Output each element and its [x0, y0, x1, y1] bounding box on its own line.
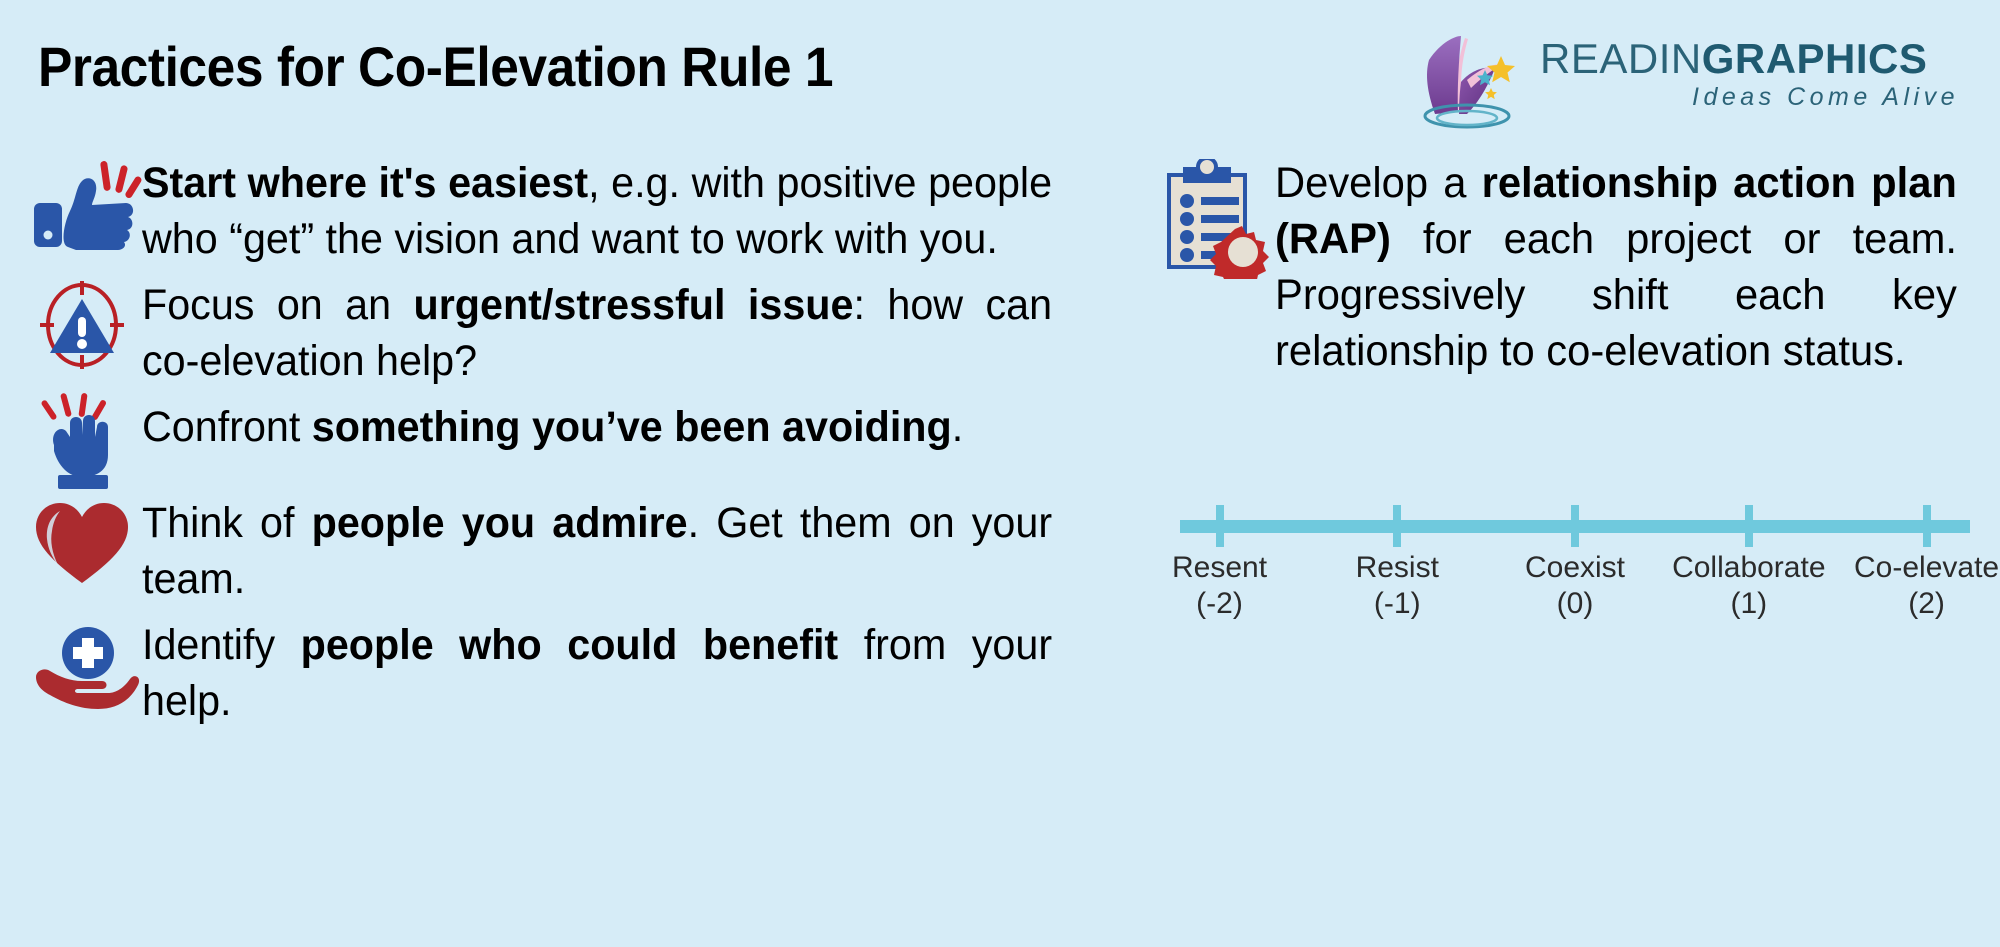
scale-label: Co-elevate(2): [1854, 550, 1999, 622]
scale-tick: [1393, 505, 1402, 547]
heart-icon: [30, 497, 142, 589]
scale-label-name: Coexist: [1524, 551, 1626, 584]
scale-tick: [1215, 505, 1224, 547]
logo-mark-icon: [1405, 30, 1535, 130]
scale-label: Collaborate(1): [1672, 550, 1825, 622]
bold-phrase: people who could benefit: [300, 621, 839, 669]
plain-text: . Get them on your team.: [142, 499, 1053, 603]
list-item-text: Start where it's easiest, e.g. with posi…: [142, 155, 1052, 267]
page-title: Practices for Co-Elevation Rule 1: [38, 35, 834, 98]
scale-tick: [1922, 505, 1931, 547]
target-warning-icon: [30, 279, 142, 371]
plain-text: Identify: [142, 621, 301, 669]
rap-paragraph-text: Develop a relationship action plan (RAP)…: [1275, 155, 1957, 379]
raised-fist-icon: [30, 393, 142, 489]
bold-phrase: urgent/stressful issue: [413, 281, 854, 329]
list-item: Start where it's easiest, e.g. with posi…: [30, 155, 1090, 267]
list-item-text: Focus on an urgent/stressful issue: how …: [142, 277, 1052, 389]
bold-phrase: people you admire: [311, 499, 688, 547]
list-item: Confront something you’ve been avoiding.: [30, 393, 1090, 489]
bold-phrase: something you’ve been avoiding: [311, 403, 952, 451]
logo-word-light: READIN: [1540, 35, 1702, 82]
scale-label: Resent(-2): [1172, 550, 1267, 622]
list-item: Focus on an urgent/stressful issue: how …: [30, 277, 1090, 389]
plain-text: Think of: [142, 499, 312, 547]
thumbs-up-icon: [30, 157, 142, 253]
scale-labels: Resent(-2) Resist(-1) Coexist(0) Collaborat…: [1172, 550, 1999, 630]
scale-tick: [1744, 505, 1753, 547]
list-item-text: Think of people you admire. Get them on …: [142, 495, 1052, 607]
scale-label: Coexist(0): [1525, 550, 1625, 622]
scale-label-value: (2): [1908, 587, 1945, 620]
plain-text: , e.g. with positive people who “get” th…: [142, 159, 1053, 263]
clipboard-gear-icon: [1163, 156, 1275, 288]
scale-label-value: (0): [1556, 587, 1594, 620]
logo-wordmark: READINGRAPHICS: [1540, 36, 1965, 82]
rap-paragraph: Develop a relationship action plan (RAP)…: [1163, 155, 1978, 379]
plain-text: : how can co-elevation help?: [142, 281, 1053, 385]
left-column: Start where it's easiest, e.g. with posi…: [30, 155, 1090, 739]
co-elevation-scale: Resent(-2) Resist(-1) Coexist(0) Collaborat…: [1172, 505, 1999, 632]
plain-text: from your help.: [142, 621, 1053, 725]
scale-tick: [1571, 505, 1579, 547]
list-item: Think of people you admire. Get them on …: [30, 495, 1090, 607]
scale-label-name: Collaborate: [1672, 551, 1826, 584]
logo-tagline: Ideas Come Alive: [1692, 83, 1959, 111]
list-item: Identify people who could benefit from y…: [30, 617, 1090, 729]
logo-word-bold: GRAPHICS: [1701, 35, 1928, 82]
list-item-text: Confront something you’ve been avoiding.: [142, 399, 1052, 455]
scale-label-name: Resent: [1171, 551, 1268, 584]
scale-label-value: (-1): [1373, 587, 1421, 620]
scale-label: Resist(-1): [1356, 550, 1439, 622]
scale-label-name: Co-elevate: [1854, 551, 2000, 584]
readingraphics-logo: READINGRAPHICS Ideas Come Alive: [1405, 30, 1965, 130]
scale-label-value: (1): [1730, 587, 1768, 620]
scale-label-name: Resist: [1355, 551, 1439, 584]
hand-holding-plus-icon: [30, 619, 142, 711]
bold-phrase: relationship action plan (RAP): [1275, 159, 1957, 263]
plain-text: Confront: [142, 403, 312, 451]
bold-phrase: Start where it's easiest: [142, 159, 589, 207]
plain-text: for each project or team. Progressively …: [1275, 215, 1957, 375]
right-column: Develop a relationship action plan (RAP)…: [1163, 155, 1978, 379]
list-item-text: Identify people who could benefit from y…: [142, 617, 1052, 729]
scale-label-value: (-2): [1196, 587, 1243, 620]
plain-text: Focus on an: [142, 281, 414, 329]
plain-text: .: [951, 403, 964, 451]
logo-text: READINGRAPHICS Ideas Come Alive: [1540, 36, 1965, 112]
plain-text: Develop a: [1275, 159, 1482, 207]
